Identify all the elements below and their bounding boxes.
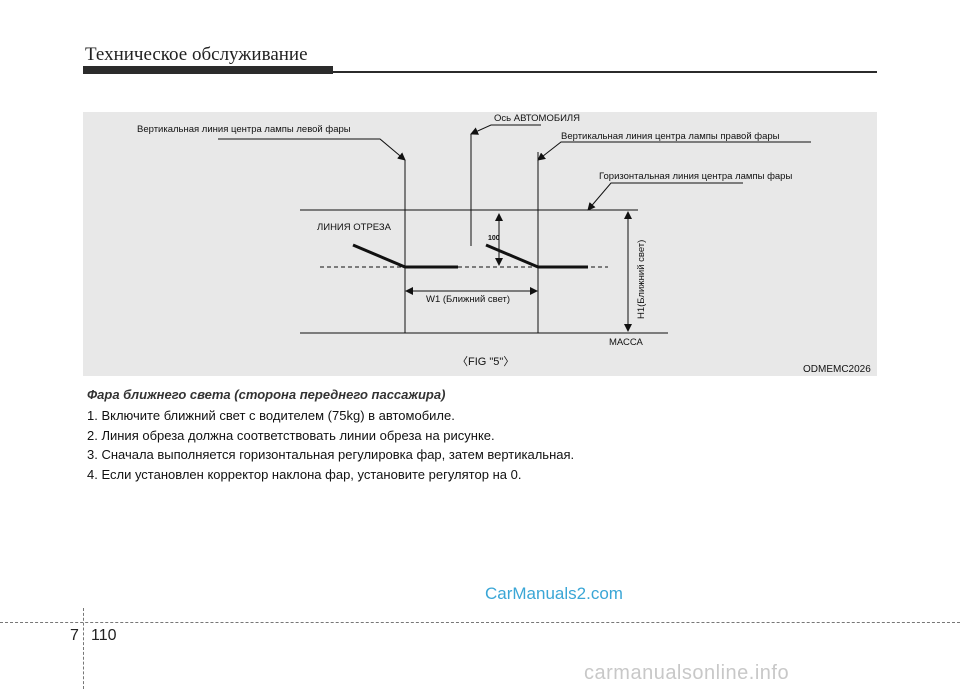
instructions: Фара ближнего света (сторона переднего п… — [87, 386, 877, 484]
label-horizontal-center: Горизонтальная линия центра лампы фары — [599, 171, 792, 182]
chapter-number: 7 — [70, 627, 79, 644]
figure-code: ODMEMC2026 — [803, 364, 871, 375]
page-section-title: Техническое обслуживание — [85, 44, 308, 65]
label-ground: МАССА — [609, 337, 644, 348]
label-cutoff-line: ЛИНИЯ ОТРЕЗА — [317, 222, 392, 233]
aiming-diagram: Вертикальная линия центра лампы левой фа… — [137, 113, 871, 375]
label-right-lamp-vertical: Вертикальная линия центра лампы правой ф… — [561, 131, 780, 142]
label-vehicle-axis: Ось АВТОМОБИЛЯ — [494, 113, 580, 124]
list-item: 3. Сначала выполняется горизонтальная ре… — [87, 447, 575, 462]
leader-right-lamp — [537, 141, 811, 161]
label-w1: W1 (Ближний свет) — [426, 294, 510, 305]
page-number: 110 — [91, 627, 117, 644]
label-100: 100 — [488, 235, 500, 242]
figure-caption: 〈FIG "5"〉 — [457, 355, 514, 368]
footer-rule — [0, 622, 960, 623]
header-bar — [83, 66, 333, 74]
header-rule — [333, 71, 877, 73]
list-item: 4. Если установлен корректор наклона фар… — [87, 466, 522, 482]
list-item: 1. Включите ближний свет с водителем (75… — [87, 408, 455, 423]
list-item: 2. Линия обреза должна соответствовать л… — [87, 427, 495, 443]
leader-axis — [470, 124, 541, 135]
instructions-subtitle: Фара ближнего света (сторона переднего п… — [87, 387, 446, 402]
label-left-lamp-vertical: Вертикальная линия центра лампы левой фа… — [137, 124, 351, 135]
watermark-carmanuals2[interactable]: CarManuals2.com — [485, 584, 623, 603]
cutoff-right-slope — [485, 243, 539, 269]
cutoff-left-slope — [352, 243, 406, 269]
leader-left-lamp — [218, 138, 406, 161]
label-h1: H1(Ближний свет) — [636, 240, 647, 319]
instruction-list: 1. Включите ближний свет с водителем (75… — [87, 406, 877, 484]
leader-horizontal — [587, 182, 743, 211]
watermark-carmanualsonline[interactable]: carmanualsonline.info — [584, 662, 790, 684]
footer-divider — [83, 608, 84, 689]
headlamp-aiming-figure: Вертикальная линия центра лампы левой фа… — [83, 112, 877, 376]
